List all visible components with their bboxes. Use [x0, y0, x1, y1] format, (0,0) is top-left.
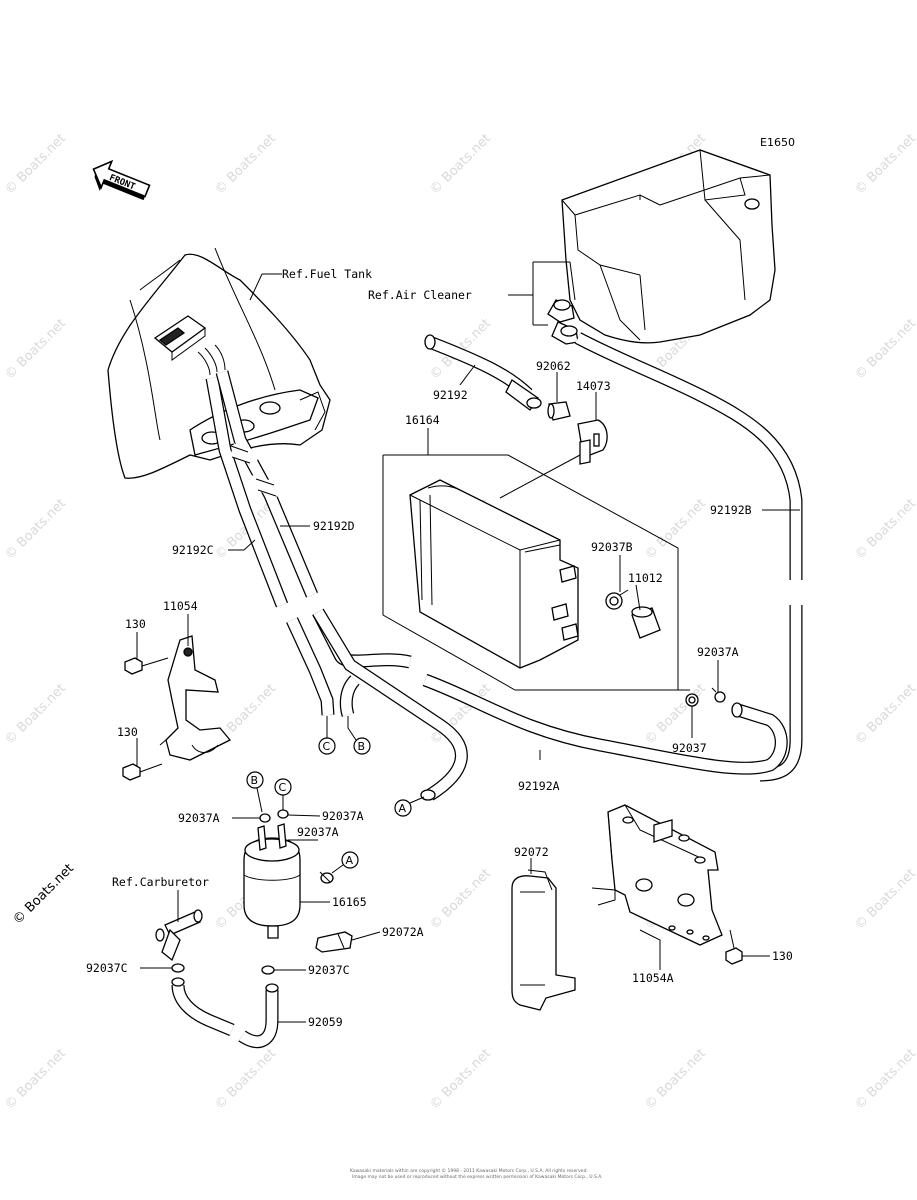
watermark-dark: © Boats.net [10, 861, 77, 928]
part-label-92037b: 92037B [591, 540, 633, 554]
part-label-92192d: 92192D [313, 519, 355, 533]
part-label-92059: 92059 [308, 1015, 343, 1029]
part-label-92037a-mid: 92037A [297, 825, 339, 839]
part-label-92062: 92062 [536, 359, 571, 373]
clamp-92037 [685, 693, 699, 707]
watermark: © Boats.net [427, 131, 494, 198]
watermark: © Boats.net [2, 1046, 69, 1113]
part-label-11054a: 11054A [632, 971, 674, 985]
canister-callout-box [382, 454, 690, 691]
part-label-11054: 11054 [163, 599, 198, 613]
cap-11012 [631, 606, 661, 639]
front-arrow-icon: FRONT [92, 159, 151, 201]
part-label-92192c: 92192C [172, 543, 214, 557]
watermark: © Boats.net [642, 681, 709, 748]
hose-to-c [286, 617, 335, 716]
part-label-92037a-right: 92037A [697, 645, 739, 659]
hose-92192d [215, 370, 318, 598]
watermark: © Boats.net [2, 681, 69, 748]
part-label-130-right: 130 [772, 949, 793, 963]
connector-label: A [399, 802, 407, 815]
watermark: © Boats.net [212, 1046, 279, 1113]
watermark: © Boats.net [427, 1046, 494, 1113]
part-label-92072a: 92072A [382, 925, 424, 939]
clamp-92037c-right [261, 965, 275, 975]
part-label-14073: 14073 [576, 379, 611, 393]
hose-92192c [205, 376, 289, 608]
part-label-92037c-left: 92037C [86, 961, 128, 975]
clamp-92037a-right [711, 687, 726, 703]
watermark: © Boats.net [852, 866, 917, 933]
watermark: © Boats.net [852, 131, 917, 198]
connector-a-lower: A [331, 851, 359, 874]
hose-92192 [424, 334, 542, 411]
part-label-92037c-right: 92037C [308, 963, 350, 977]
connector-c-upper: C [318, 716, 336, 755]
watermark: © Boats.net [427, 866, 494, 933]
bolt-130-upper [124, 657, 169, 675]
ref-carburetor-label: Ref.Carburetor [112, 875, 209, 889]
carburetor-fitting [155, 909, 203, 962]
part-label-130-lower: 130 [117, 725, 138, 739]
filter-16165 [243, 823, 301, 939]
connector-label: A [346, 854, 354, 867]
clamp-92037b [605, 589, 629, 610]
hose-92192a [422, 673, 788, 775]
connector-b-upper: B [347, 716, 371, 755]
bolt-130-lower [122, 763, 163, 781]
watermark: © Boats.net [852, 496, 917, 563]
bolt-130-right [725, 929, 743, 965]
bracket-11054 [159, 635, 232, 761]
part-label-16164: 16164 [405, 413, 440, 427]
clamp-14073 [577, 419, 608, 465]
connector-label: C [323, 740, 331, 753]
clamp-92037c-left [171, 963, 185, 973]
watermark: © Boats.net [852, 1046, 917, 1113]
connector-b-lower: B [246, 771, 264, 813]
connector-c-lower: C [274, 778, 292, 810]
connector-a-upper: A [394, 796, 425, 817]
watermark: © Boats.net [2, 316, 69, 383]
bracket-11054a [591, 804, 723, 946]
part-label-92037: 92037 [672, 741, 707, 755]
collar-92062 [547, 401, 571, 421]
hose-to-a [312, 608, 468, 801]
connector-label: B [251, 774, 259, 787]
clamps-92037a-group [259, 809, 334, 884]
watermark: © Boats.net [852, 681, 917, 748]
ref-fuel-tank-label: Ref.Fuel Tank [282, 267, 372, 281]
band-92072a [315, 931, 353, 953]
watermark: © Boats.net [642, 1046, 709, 1113]
leader-lines [136, 261, 800, 1023]
copyright-line-1: Kawasaki materials within are copyright … [350, 1167, 588, 1174]
part-label-92192: 92192 [433, 388, 468, 402]
ref-air-cleaner-label: Ref.Air Cleaner [368, 288, 472, 302]
watermark: © Boats.net [852, 316, 917, 383]
watermark: © Boats.net [212, 131, 279, 198]
connector-label: C [279, 781, 287, 794]
connector-label: B [358, 740, 366, 753]
watermark: © Boats.net [2, 496, 69, 563]
hose-92059 [171, 977, 279, 1048]
canister-16164 [409, 479, 579, 669]
part-label-92192a: 92192A [518, 779, 560, 793]
part-label-16165: 16165 [332, 895, 367, 909]
hose-break-marks [229, 443, 282, 497]
band-92072 [511, 869, 576, 1011]
part-label-92037a-top: 92037A [322, 809, 364, 823]
part-label-11012: 11012 [628, 571, 663, 585]
copyright-line-2: Image may not be used or reproduced with… [352, 1174, 603, 1180]
watermark: © Boats.net [642, 496, 709, 563]
diagram-code: E1650 [760, 136, 795, 149]
air-cleaner-illustration [547, 149, 776, 345]
part-label-92072: 92072 [514, 845, 549, 859]
part-label-92192b: 92192B [710, 503, 752, 517]
hose-92192b [574, 332, 803, 782]
part-label-92037a-left: 92037A [178, 811, 220, 825]
part-label-130-upper: 130 [125, 617, 146, 631]
watermark: © Boats.net [2, 131, 69, 198]
